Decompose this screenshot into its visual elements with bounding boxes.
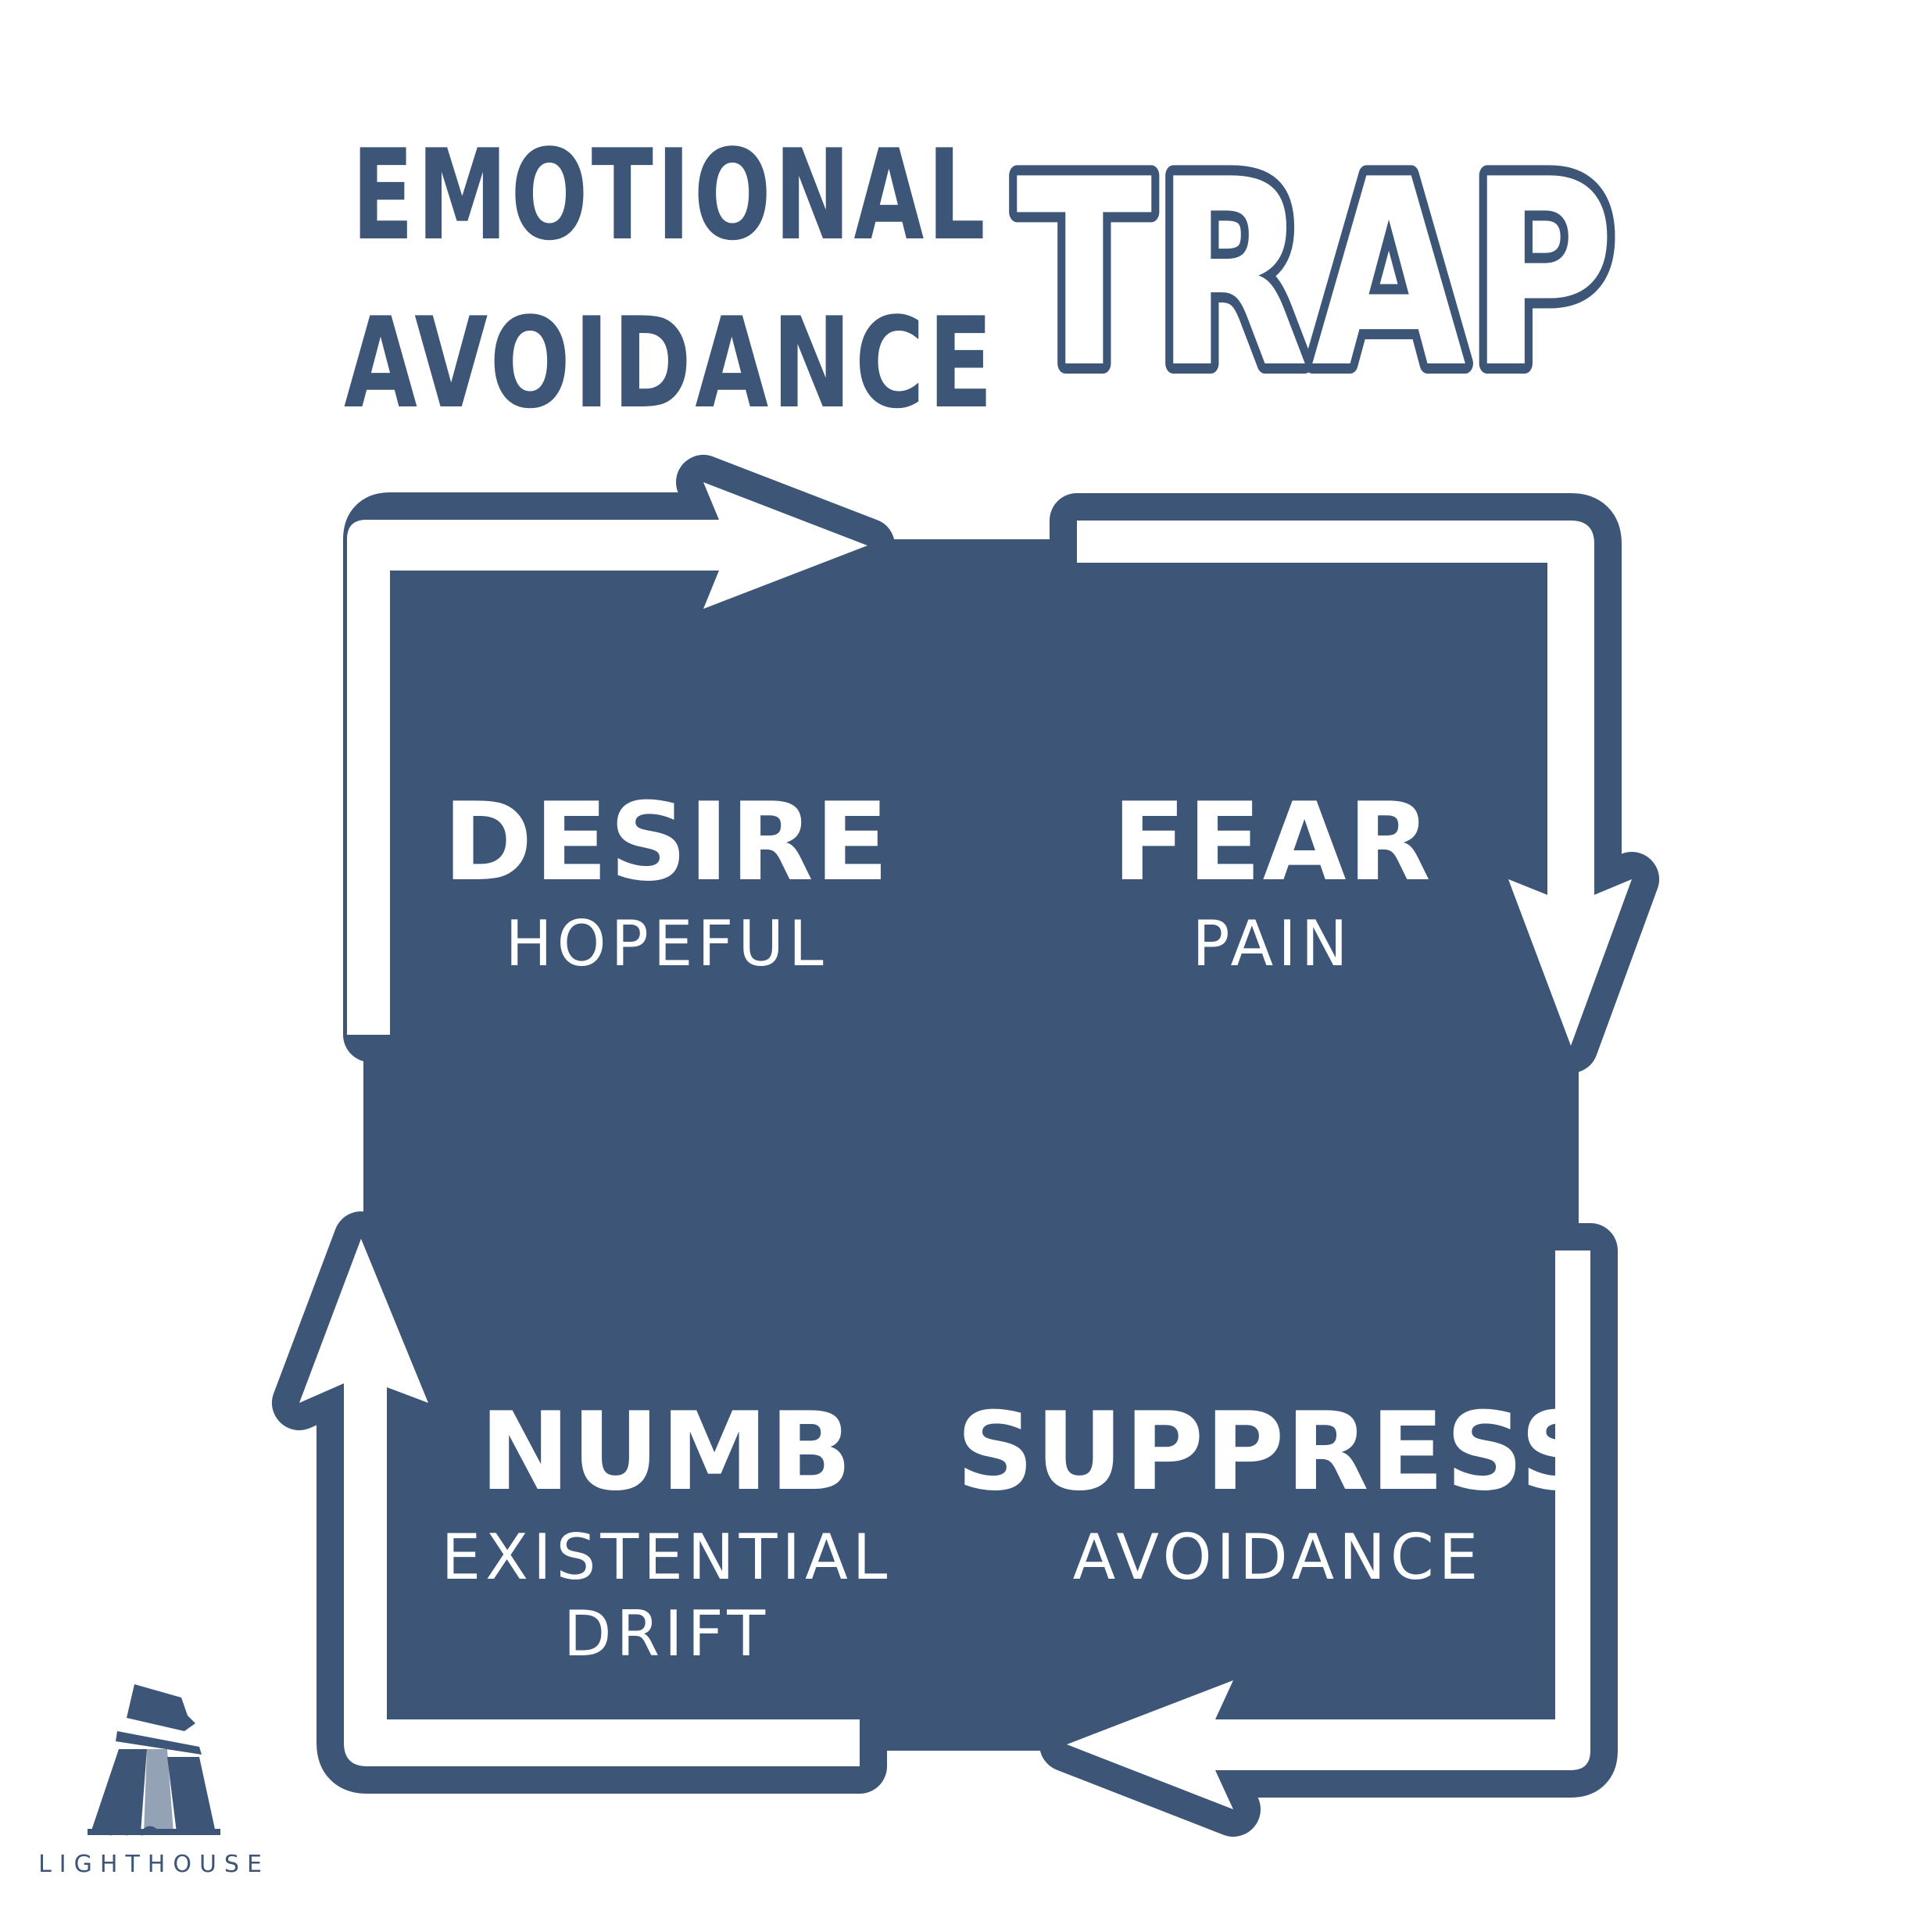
title-trap: TRAP xyxy=(1016,124,1618,424)
quadrant-sub-desire: HOPEFUL xyxy=(505,907,828,980)
quadrant-sub-numb-line2: DRIFT xyxy=(563,1597,770,1670)
quadrant-sub-numb-line1: EXISTENTIAL xyxy=(442,1521,892,1594)
arrow-fear-to-suppress xyxy=(1050,493,1659,1073)
quadrant-fear: FEAR PAIN xyxy=(1112,779,1433,980)
quadrant-title-desire: DESIRE xyxy=(443,779,890,905)
quadrant-numb: NUMB EXISTENTIAL DRIFT xyxy=(442,1389,892,1670)
quadrant-title-numb: NUMB xyxy=(480,1389,853,1515)
arrow-desire-to-fear xyxy=(343,455,895,1062)
quadrant-suppress: SUPPRESS AVOIDANCE xyxy=(957,1389,1600,1594)
title-line-emotional: EMOTIONAL xyxy=(352,122,989,268)
center-square xyxy=(363,539,1579,1751)
quadrant-title-fear: FEAR xyxy=(1112,779,1433,905)
lighthouse-logo-text: LIGHTHOUSE xyxy=(38,1851,270,1878)
arrow-suppress-to-numb xyxy=(1039,1223,1618,1837)
quadrant-title-suppress: SUPPRESS xyxy=(957,1389,1600,1515)
title-block: EMOTIONAL AVOIDANCE TRAP xyxy=(344,114,1625,436)
quadrant-sub-fear: PAIN xyxy=(1192,907,1352,980)
lighthouse-icon xyxy=(88,1684,220,1836)
quadrant-sub-suppress: AVOIDANCE xyxy=(1073,1521,1483,1594)
lighthouse-logo: LIGHTHOUSE xyxy=(38,1684,270,1878)
quadrant-desire: DESIRE HOPEFUL xyxy=(443,779,890,980)
arrow-numb-to-desire xyxy=(272,1211,887,1794)
title-line-avoidance: AVOIDANCE xyxy=(344,290,996,436)
